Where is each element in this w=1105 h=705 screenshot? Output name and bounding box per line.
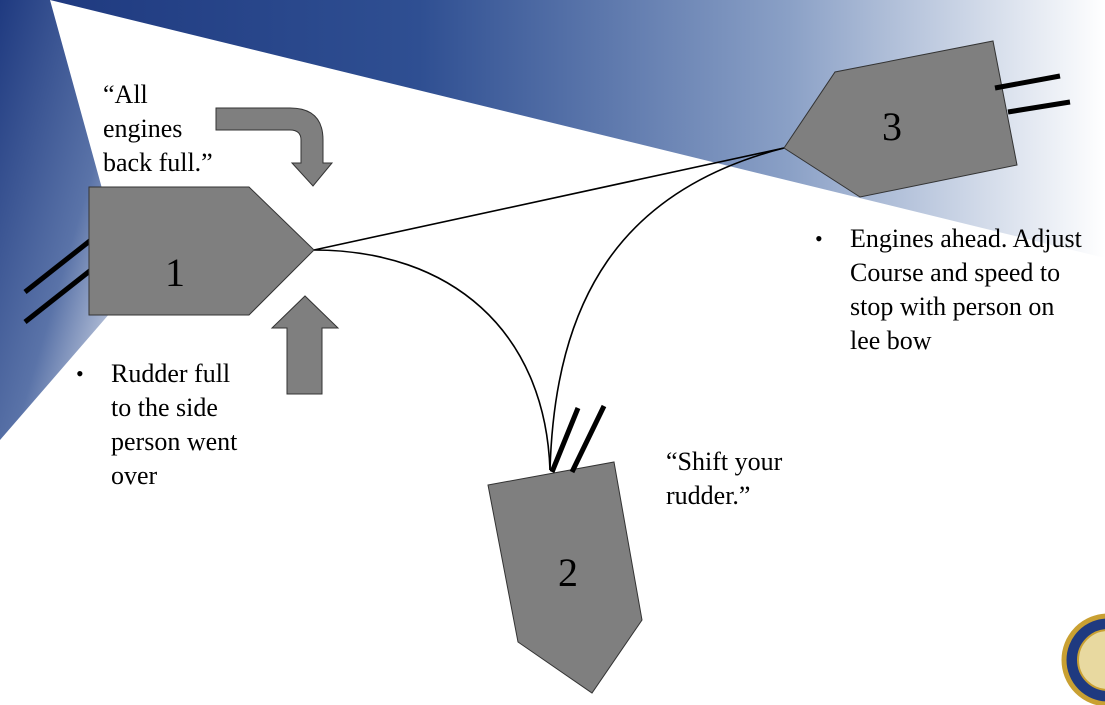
- note-rudder: • Rudder full to the side person went ov…: [76, 357, 237, 493]
- track-curve-1-to-2: [313, 249, 551, 471]
- track-curve-2-to-3: [549, 147, 785, 471]
- background-top-wedge: [50, 0, 1105, 258]
- ship-2-number: 2: [558, 550, 578, 595]
- note-line: over: [111, 461, 158, 490]
- note-line: Rudder full: [111, 359, 231, 388]
- ship-1-hull: [88, 186, 315, 316]
- quote-line: back full.”: [103, 148, 213, 177]
- quote-line: engines: [103, 114, 183, 143]
- ship-2-hull: [487, 461, 643, 694]
- note-line: to the side: [111, 393, 218, 422]
- up-arrow-icon: [270, 295, 340, 395]
- ship-1: 1: [23, 186, 315, 324]
- note-line: person went: [111, 427, 238, 456]
- note-line: lee bow: [850, 326, 932, 355]
- background-left-wedge: [0, 0, 130, 440]
- curved-down-arrow-icon: [215, 107, 334, 187]
- bullet-icon: •: [76, 361, 84, 386]
- ship-2-screw-line: [549, 407, 581, 473]
- ship-2: 2: [487, 404, 643, 694]
- quote-all-engines: “All engines back full.”: [103, 78, 213, 180]
- ship-1-screw-line: [23, 268, 93, 324]
- note-line: Course and speed to: [850, 258, 1061, 287]
- surface-force-emblem-icon: [1061, 613, 1105, 705]
- ship-3-number: 3: [882, 104, 902, 149]
- ship-3: 3: [783, 40, 1071, 198]
- quote-shift-rudder: “Shift your rudder.”: [666, 445, 782, 513]
- note-line: stop with person on: [850, 292, 1055, 321]
- ship-1-number: 1: [165, 250, 185, 295]
- note-line: Engines ahead. Adjust: [850, 224, 1082, 253]
- ship-1-screw-line: [23, 238, 93, 294]
- quote-line: “All: [103, 80, 148, 109]
- quote-line: rudder.”: [666, 481, 751, 510]
- note-engines-ahead: • Engines ahead. Adjust Course and speed…: [815, 222, 1082, 358]
- ship-3-screw-line: [994, 73, 1061, 91]
- ship-3-hull: [783, 40, 1018, 198]
- ship-3-screw-line: [1007, 99, 1071, 115]
- bullet-icon: •: [815, 226, 823, 251]
- quote-line: “Shift your: [666, 447, 783, 476]
- ship-2-screw-line: [569, 404, 607, 474]
- track-line-1-to-3: [313, 147, 785, 251]
